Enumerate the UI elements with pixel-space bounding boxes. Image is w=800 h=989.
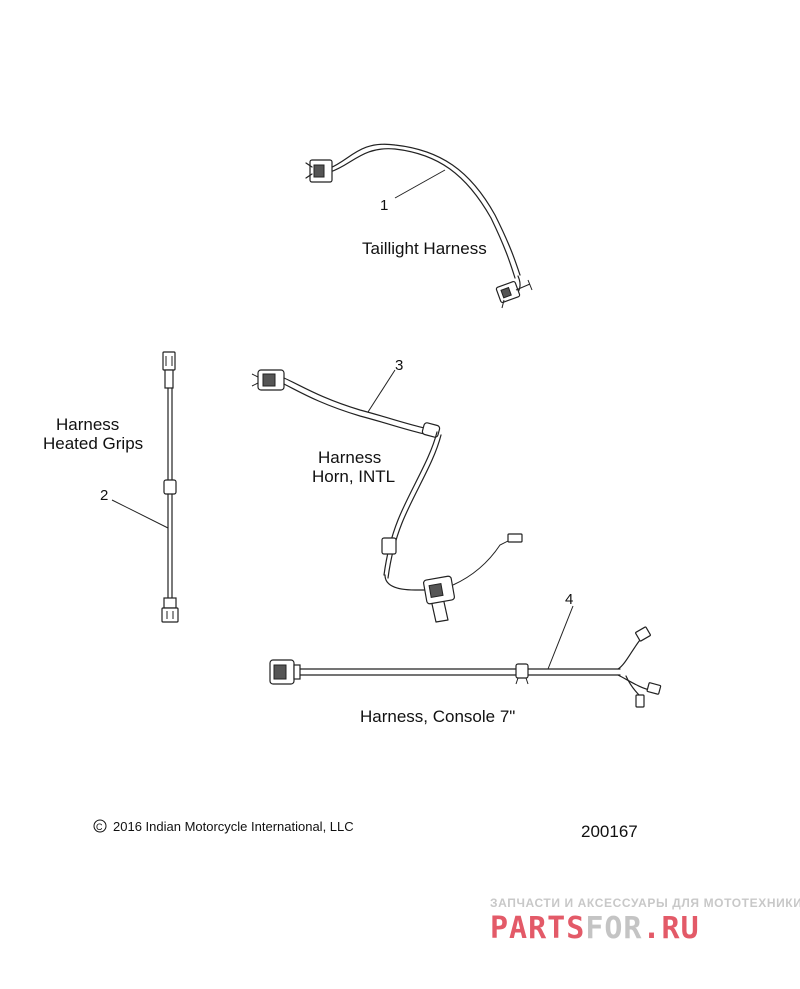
diagram-id: 200167 xyxy=(581,822,638,841)
watermark-brand-part2: FOR xyxy=(585,911,642,946)
copyright-text: 2016 Indian Motorcycle International, LL… xyxy=(113,819,354,834)
callout-4-number: 4 xyxy=(565,591,573,608)
callout-2-label-line2: Heated Grips xyxy=(43,434,143,453)
watermark-tagline: ЗАПЧАСТИ И АКСЕССУАРЫ ДЛЯ МОТОТЕХНИКИ xyxy=(490,896,800,910)
callout-3-leader xyxy=(367,369,396,413)
console-harness-drawing xyxy=(269,626,662,708)
taillight-harness-drawing xyxy=(305,143,533,309)
callout-1-number: 1 xyxy=(380,197,388,214)
callout-2-number: 2 xyxy=(100,487,108,504)
copyright-line: C 2016 Indian Motorcycle International, … xyxy=(93,819,354,834)
callout-1-leader xyxy=(394,169,446,199)
horn-harness-drawing xyxy=(251,369,523,623)
callout-3-label-line2: Horn, INTL xyxy=(312,467,395,486)
callout-1-label: Taillight Harness xyxy=(362,239,487,258)
callout-4-leader xyxy=(547,605,574,670)
watermark-brand-part1: PARTS xyxy=(490,911,585,946)
callout-2-leader xyxy=(111,499,169,529)
watermark-brand-part3: .RU xyxy=(643,911,700,946)
callout-4-label: Harness, Console 7" xyxy=(360,707,515,726)
copyright-symbol: C xyxy=(96,822,103,832)
callout-2-label-line1: Harness xyxy=(56,415,119,434)
callout-3-label-line1: Harness xyxy=(318,448,381,467)
callout-3-number: 3 xyxy=(395,357,403,374)
watermark-brand: PARTSFOR.RU xyxy=(490,911,700,946)
heated-grips-harness-drawing xyxy=(161,351,179,623)
watermark-logo: ЗАПЧАСТИ И АКСЕССУАРЫ ДЛЯ МОТОТЕХНИКИ PA… xyxy=(490,896,800,946)
